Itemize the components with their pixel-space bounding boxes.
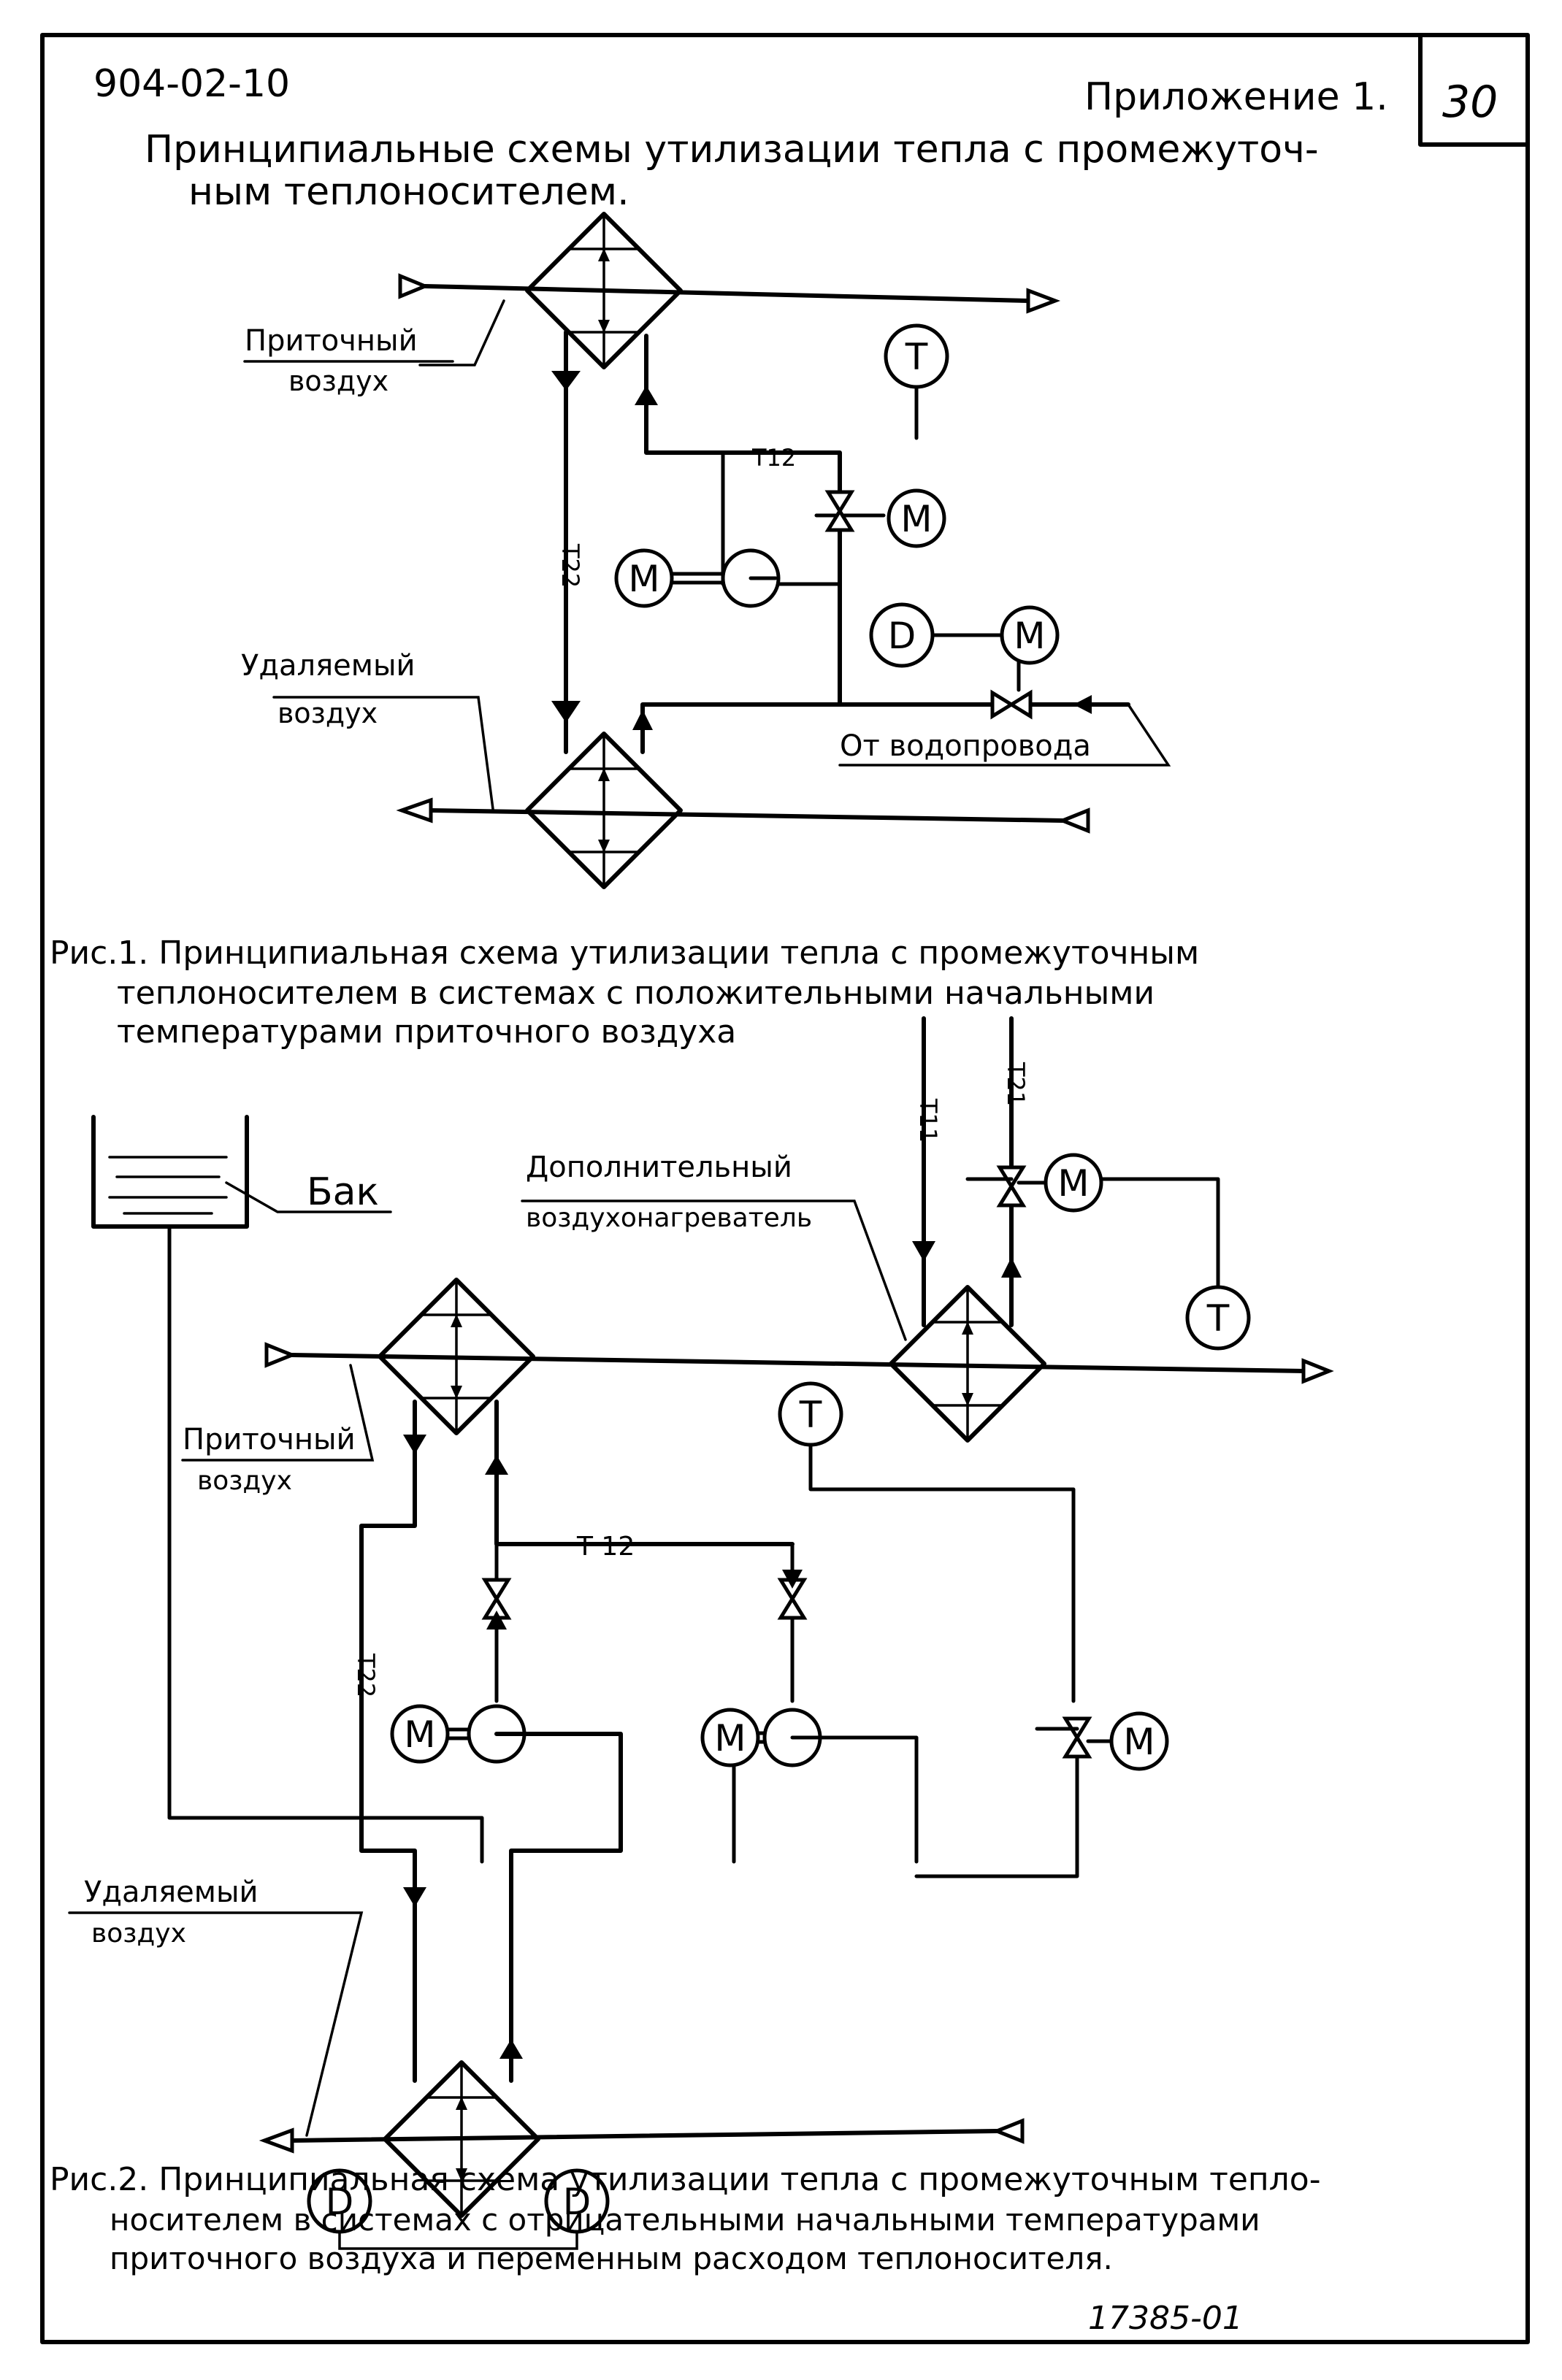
supply-air-label-fig2-2: воздух — [197, 1466, 292, 1496]
svg-text:Т: Т — [799, 1394, 822, 1436]
svg-text:D: D — [563, 2181, 592, 2223]
fig2-caption-line-1: Рис.2. Принципиальная схема утилизации т… — [50, 2161, 1321, 2198]
motor-valve-fig2: М — [1111, 1713, 1167, 1769]
fig1-caption-line-1: Рис.1. Принципиальная схема утилизации т… — [50, 934, 1199, 972]
page-number: 30 — [1442, 77, 1498, 128]
svg-text:М: М — [1014, 615, 1045, 657]
exhaust-outlet-arrow-fig2 — [259, 2127, 294, 2154]
thermostat-t21: Т — [1185, 1285, 1251, 1351]
supply-air-label-fig1: Приточный — [245, 324, 418, 358]
motor-pump-fig1: М — [616, 550, 672, 606]
appendix-label: Приложение 1. — [1084, 75, 1388, 119]
exhaust-inlet-arrow — [1057, 807, 1090, 834]
fig2-caption-line-2: носителем в системах с отрицательными на… — [110, 2202, 1260, 2238]
supply-inlet-arrow — [398, 273, 430, 299]
thermostat-fig2: Т — [778, 1381, 843, 1447]
doc-number: 904-02-10 — [93, 62, 290, 106]
motor-pump-1: М — [392, 1706, 448, 1762]
svg-text:Т: Т — [905, 336, 928, 378]
motor-water-valve: М — [1002, 607, 1057, 663]
pipe-t12-fig1 — [640, 334, 842, 754]
motor-t21: М — [1046, 1155, 1101, 1210]
exhaust-air-label-fig1-2: воздух — [277, 697, 378, 729]
figure-2: Бак Т22 Т 12 М — [68, 1016, 1334, 2250]
supply-inlet-arrow-fig2 — [264, 1342, 297, 1368]
supply-air-label-fig2: Приточный — [183, 1423, 356, 1456]
supply-outlet-arrow — [1026, 288, 1061, 314]
exhaust-inlet-arrow-fig2 — [992, 2118, 1025, 2144]
valve-t21 — [1000, 1167, 1023, 1205]
svg-text:М: М — [1123, 1721, 1155, 1763]
pipe-label-t22-fig2: Т22 — [352, 1653, 380, 1697]
supply-outlet-arrow-fig2 — [1301, 1358, 1334, 1384]
motor-pump-2: М — [702, 1710, 758, 1765]
exhaust-air-label-fig1: Удаляемый — [241, 649, 416, 683]
exhaust-air-label-fig2: Удаляемый — [84, 1876, 259, 1909]
svg-text:М: М — [628, 558, 659, 600]
fig1-caption-line-3: температурами приточного воздуха — [117, 1013, 736, 1051]
drawing-stamp: 17385-01 — [1088, 2300, 1243, 2337]
svg-text:М: М — [714, 1717, 746, 1759]
page-number-box — [1418, 33, 1530, 147]
exhaust-air-duct — [429, 808, 1065, 823]
motor-valve-fig1: М — [889, 491, 944, 546]
pipe-label-t21: Т21 — [1002, 1062, 1030, 1106]
exhaust-air-label-fig2-2: воздух — [91, 1919, 186, 1949]
pipe-label-t12-fig1: Т12 — [751, 444, 796, 472]
exhaust-air-duct-fig2 — [290, 2129, 999, 2143]
exhaust-outlet-arrow — [396, 797, 433, 824]
fig2-caption-line-3: приточного воздуха и переменным расходом… — [110, 2241, 1113, 2276]
supply-air-label-fig1-2: воздух — [288, 365, 388, 397]
fig1-caption-line-2: теплоносителем в системах с положительны… — [117, 975, 1155, 1012]
additional-heater-label-1: Дополнительный — [526, 1151, 792, 1184]
control-valve-fig1 — [828, 492, 851, 530]
pipe-t12-fig2 — [494, 1400, 795, 1546]
water-supply-label: От водопровода — [840, 729, 1091, 763]
additional-heater-label-2: воздухонагреватель — [526, 1203, 812, 1233]
title-line-2: ным теплоносителем. — [188, 170, 629, 214]
svg-text:М: М — [1057, 1162, 1089, 1205]
tank-label: Бак — [307, 1170, 379, 1214]
figure-1: Т12 Т22 М Т М М — [241, 214, 1171, 887]
page-frame — [40, 33, 1530, 2344]
pipe-label-t12-fig2: Т 12 — [576, 1532, 635, 1562]
damper-right-fig2: D — [544, 2168, 610, 2234]
control-valve-fig2 — [1065, 1719, 1089, 1757]
svg-text:М: М — [900, 498, 932, 540]
water-supply-valve — [992, 693, 1030, 716]
pipe-label-t11: Т11 — [914, 1098, 942, 1143]
svg-text:М: М — [404, 1713, 435, 1756]
supply-air-duct-fig2 — [290, 1353, 1306, 1373]
svg-text:D: D — [326, 2181, 354, 2223]
damper-sensor-fig1: D — [869, 602, 935, 668]
svg-text:D: D — [888, 615, 916, 657]
pipe-label-t22-fig1: Т22 — [556, 543, 584, 588]
tank-pipe — [167, 1224, 484, 1864]
title-line-1: Принципиальные схемы утилизации тепла с … — [145, 128, 1319, 172]
svg-text:Т: Т — [1206, 1297, 1230, 1340]
thermostat-fig1: Т — [884, 323, 949, 389]
supply-air-duct — [423, 284, 1030, 303]
tank — [91, 1115, 249, 1229]
